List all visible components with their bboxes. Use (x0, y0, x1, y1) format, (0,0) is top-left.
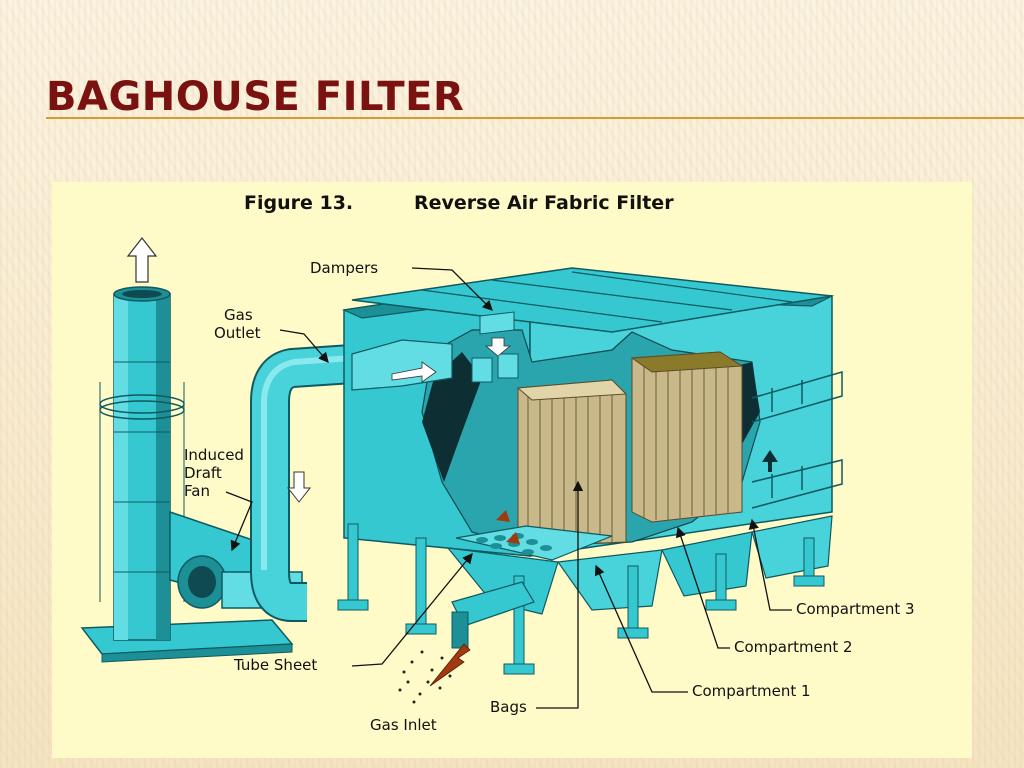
label-fan-line3: Fan (184, 482, 210, 500)
support-legs (337, 523, 825, 675)
baghouse-diagram: Figure 13. Reverse Air Fabric Filter (52, 182, 972, 758)
callout-tube-sheet: Tube Sheet (233, 552, 473, 674)
figure-number: Figure 13. (244, 192, 353, 214)
callout-compartment-2: Compartment 2 (675, 526, 853, 656)
label-fan-line1: Induced (184, 446, 244, 464)
callout-gas-outlet: Gas Outlet (214, 306, 329, 363)
label-gas-outlet-line2: Outlet (214, 324, 261, 342)
callout-induced-draft-fan: Induced Draft Fan (184, 446, 253, 552)
airflow-arrow-icon (762, 450, 778, 472)
platform-railings (751, 371, 843, 509)
filter-bags-compartment-1 (516, 379, 628, 547)
label-gas-inlet: Gas Inlet (370, 716, 437, 734)
dust-particles (398, 650, 452, 704)
label-compartment-1: Compartment 1 (692, 682, 811, 700)
callout-compartment-3: Compartment 3 (748, 518, 915, 618)
label-compartment-3: Compartment 3 (796, 600, 915, 618)
label-dampers: Dampers (310, 259, 378, 277)
diagram-canvas: Figure 13. Reverse Air Fabric Filter (80, 192, 915, 734)
tube-sheet (455, 510, 613, 561)
filter-bags-compartment-2 (630, 351, 744, 523)
label-bags: Bags (490, 698, 527, 716)
title-divider (46, 117, 1024, 119)
figure-title: Reverse Air Fabric Filter (414, 192, 674, 214)
label-tube-sheet: Tube Sheet (233, 656, 317, 674)
callout-bags: Bags (490, 480, 584, 716)
callout-compartment-1: Compartment 1 (594, 564, 811, 700)
outlet-duct (250, 344, 354, 622)
stack-exhaust-arrow-icon (126, 237, 158, 283)
callout-gas-inlet: Gas Inlet (370, 716, 437, 734)
label-compartment-2: Compartment 2 (734, 638, 853, 656)
exhaust-stack (99, 286, 185, 641)
label-gas-outlet-line1: Gas (224, 306, 253, 324)
callout-dampers: Dampers (310, 259, 493, 311)
label-fan-line2: Draft (184, 464, 222, 482)
gas-inlet-duct (398, 581, 535, 704)
slide-title: BAGHOUSE FILTER (46, 74, 465, 120)
